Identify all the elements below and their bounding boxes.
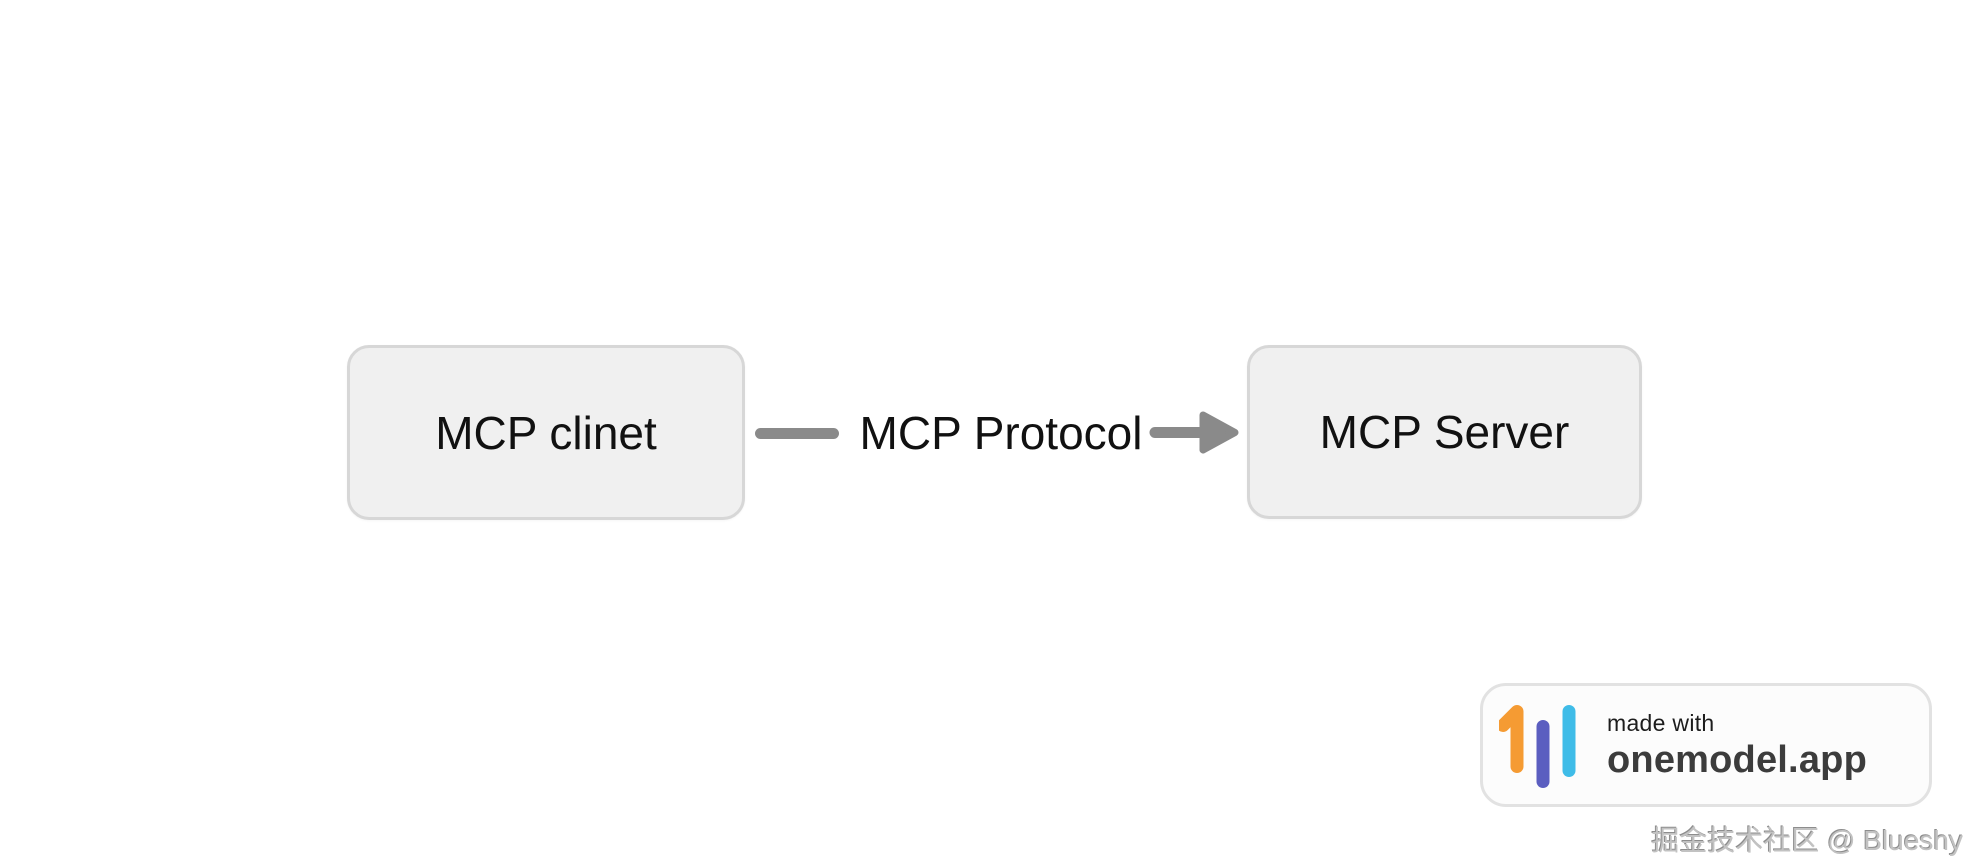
- onemodel-badge[interactable]: made with onemodel.app: [1480, 683, 1932, 807]
- node-mcp-client-label: MCP clinet: [435, 406, 657, 459]
- badge-text-block: made with onemodel.app: [1607, 708, 1867, 782]
- badge-brand-label: onemodel.app: [1607, 739, 1867, 781]
- logo-bar-orange: [1499, 705, 1524, 773]
- node-mcp-client[interactable]: MCP clinet: [347, 345, 745, 520]
- edge-line-segment: [755, 428, 839, 439]
- edge-label: MCP Protocol: [859, 407, 1143, 459]
- node-mcp-server[interactable]: MCP Server: [1247, 345, 1642, 519]
- node-mcp-server-label: MCP Server: [1319, 406, 1570, 458]
- arrow-right-icon: [1149, 411, 1239, 454]
- watermark: 掘金技术社区 @ Blueshy: [1651, 825, 1963, 856]
- onemodel-logo-icon: [1499, 705, 1576, 788]
- badge-made-with-label: made with: [1607, 710, 1715, 736]
